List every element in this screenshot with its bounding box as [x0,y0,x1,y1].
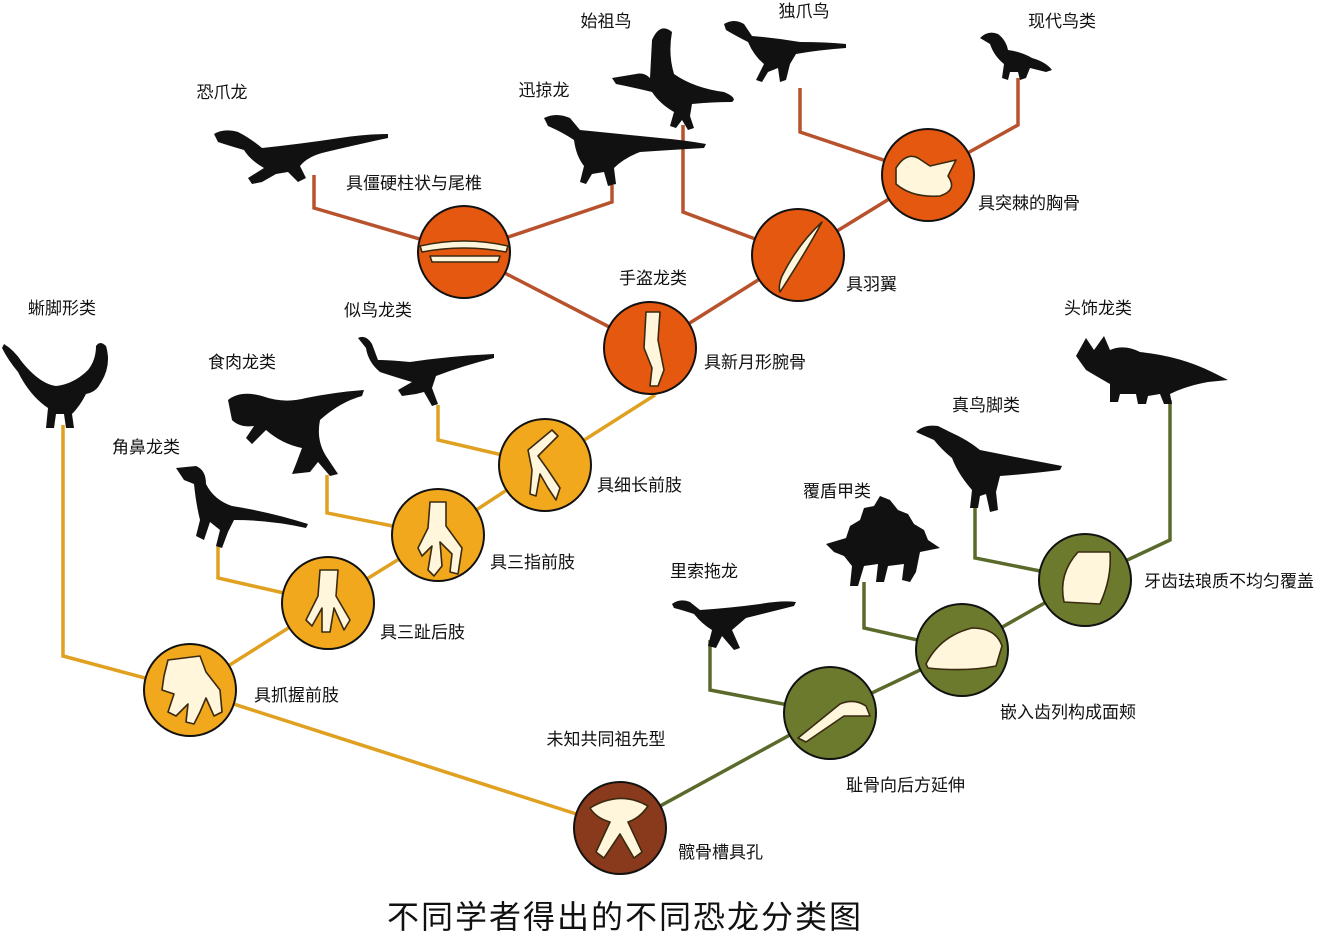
label-trait-long-forelimb: 具细长前肢 [597,476,682,496]
hand-bone-icon [161,655,223,725]
label-lesothosaurus: 里索拖龙 [670,562,738,582]
modern-birds-silhouette [980,32,1052,80]
feather-icon [778,221,823,293]
label-trait-acetabulum: 髋骨槽具孔 [678,843,763,863]
deinonychus-silhouette [214,130,388,184]
label-trait-semilunate-carpal: 具新月形腕骨 [704,353,806,373]
node-long-forelimb [498,418,592,512]
node-stiff-tail [417,205,511,299]
label-deinonychus: 恐爪龙 [197,83,248,103]
diagram-title: 不同学者得出的不同恐龙分类图 [387,898,863,936]
tail-vertebrae-icon [419,240,509,263]
wrist-bone-icon [643,311,665,387]
forelimb-bone-icon [527,429,561,501]
ornithomimosauria-silhouette [358,336,494,406]
marginocephalia-silhouette [1076,336,1228,404]
label-ceratosauria: 角鼻龙类 [112,438,180,458]
pubis-bone-icon [797,700,871,743]
node-grasping-hand [143,643,237,737]
label-trait-three-toed-foot: 具三趾后肢 [380,623,465,643]
node-acetabulum [573,781,667,875]
node-asymmetric-enamel [1038,533,1132,627]
label-carnosauria: 食肉龙类 [208,353,276,373]
label-common-ancestor: 未知共同祖先型 [547,730,666,750]
node-three-toed-foot [281,556,375,650]
tooth-icon [1061,551,1112,605]
lesothosaurus-silhouette [672,600,796,650]
label-thyreophora: 覆盾甲类 [803,482,871,502]
label-trait-feathered-wings: 具羽翼 [846,275,897,295]
label-trait-keeled-sternum: 具突棘的胸骨 [978,194,1080,214]
branch-root-to-grasping [189,688,621,830]
label-modern-birds: 现代鸟类 [1028,12,1096,32]
label-euornithopoda: 真鸟脚类 [952,396,1020,416]
foot-bone-icon [305,569,351,633]
branch-velociraptor [463,185,614,254]
sauropodomorpha-silhouette [2,343,108,428]
label-archaeopteryx: 始祖鸟 [581,12,632,32]
label-trait-stiff-tail: 具僵硬柱状与尾椎 [346,174,482,194]
label-velociraptor: 迅掠龙 [519,81,570,101]
node-semilunate-carpal [603,301,697,395]
label-ornithomimosauria: 似鸟龙类 [344,301,412,321]
pelvis-bone-icon [589,797,649,859]
label-trait-grasping-hand: 具抓握前肢 [254,686,339,706]
euornithopoda-silhouette [916,425,1062,512]
node-pubis-backward [783,666,877,760]
label-marginocephalia: 头饰龙类 [1064,299,1132,319]
label-trait-asymmetric-enamel: 牙齿珐琅质不均匀覆盖 [1144,572,1314,592]
mononykus-silhouette [724,21,846,82]
thyreophora-silhouette [826,496,940,586]
archaeopteryx-silhouette [612,28,734,130]
skull-icon [925,627,1003,671]
node-three-fingered-hand [391,488,485,582]
node-keeled-sternum [881,128,975,222]
sternum-icon [895,155,957,198]
label-trait-three-fingered-hand: 具三指前肢 [490,553,575,573]
node-feathered-wings [751,208,845,302]
label-trait-pubis-backward: 耻骨向后方延伸 [846,776,965,796]
branch-deinonychus [312,175,465,254]
label-mononykus: 独爪鸟 [779,2,830,22]
ceratosauria-silhouette [176,466,308,548]
label-maniraptora: 手盗龙类 [619,269,687,289]
label-trait-inset-tooth-row: 嵌入齿列构成面颊 [1000,703,1136,723]
carnosauria-silhouette [228,390,364,476]
label-sauropodomorpha: 蜥脚形类 [28,299,96,319]
velociraptor-silhouette [544,115,706,186]
three-finger-bone-icon [417,501,463,577]
node-inset-tooth-row [915,603,1009,697]
